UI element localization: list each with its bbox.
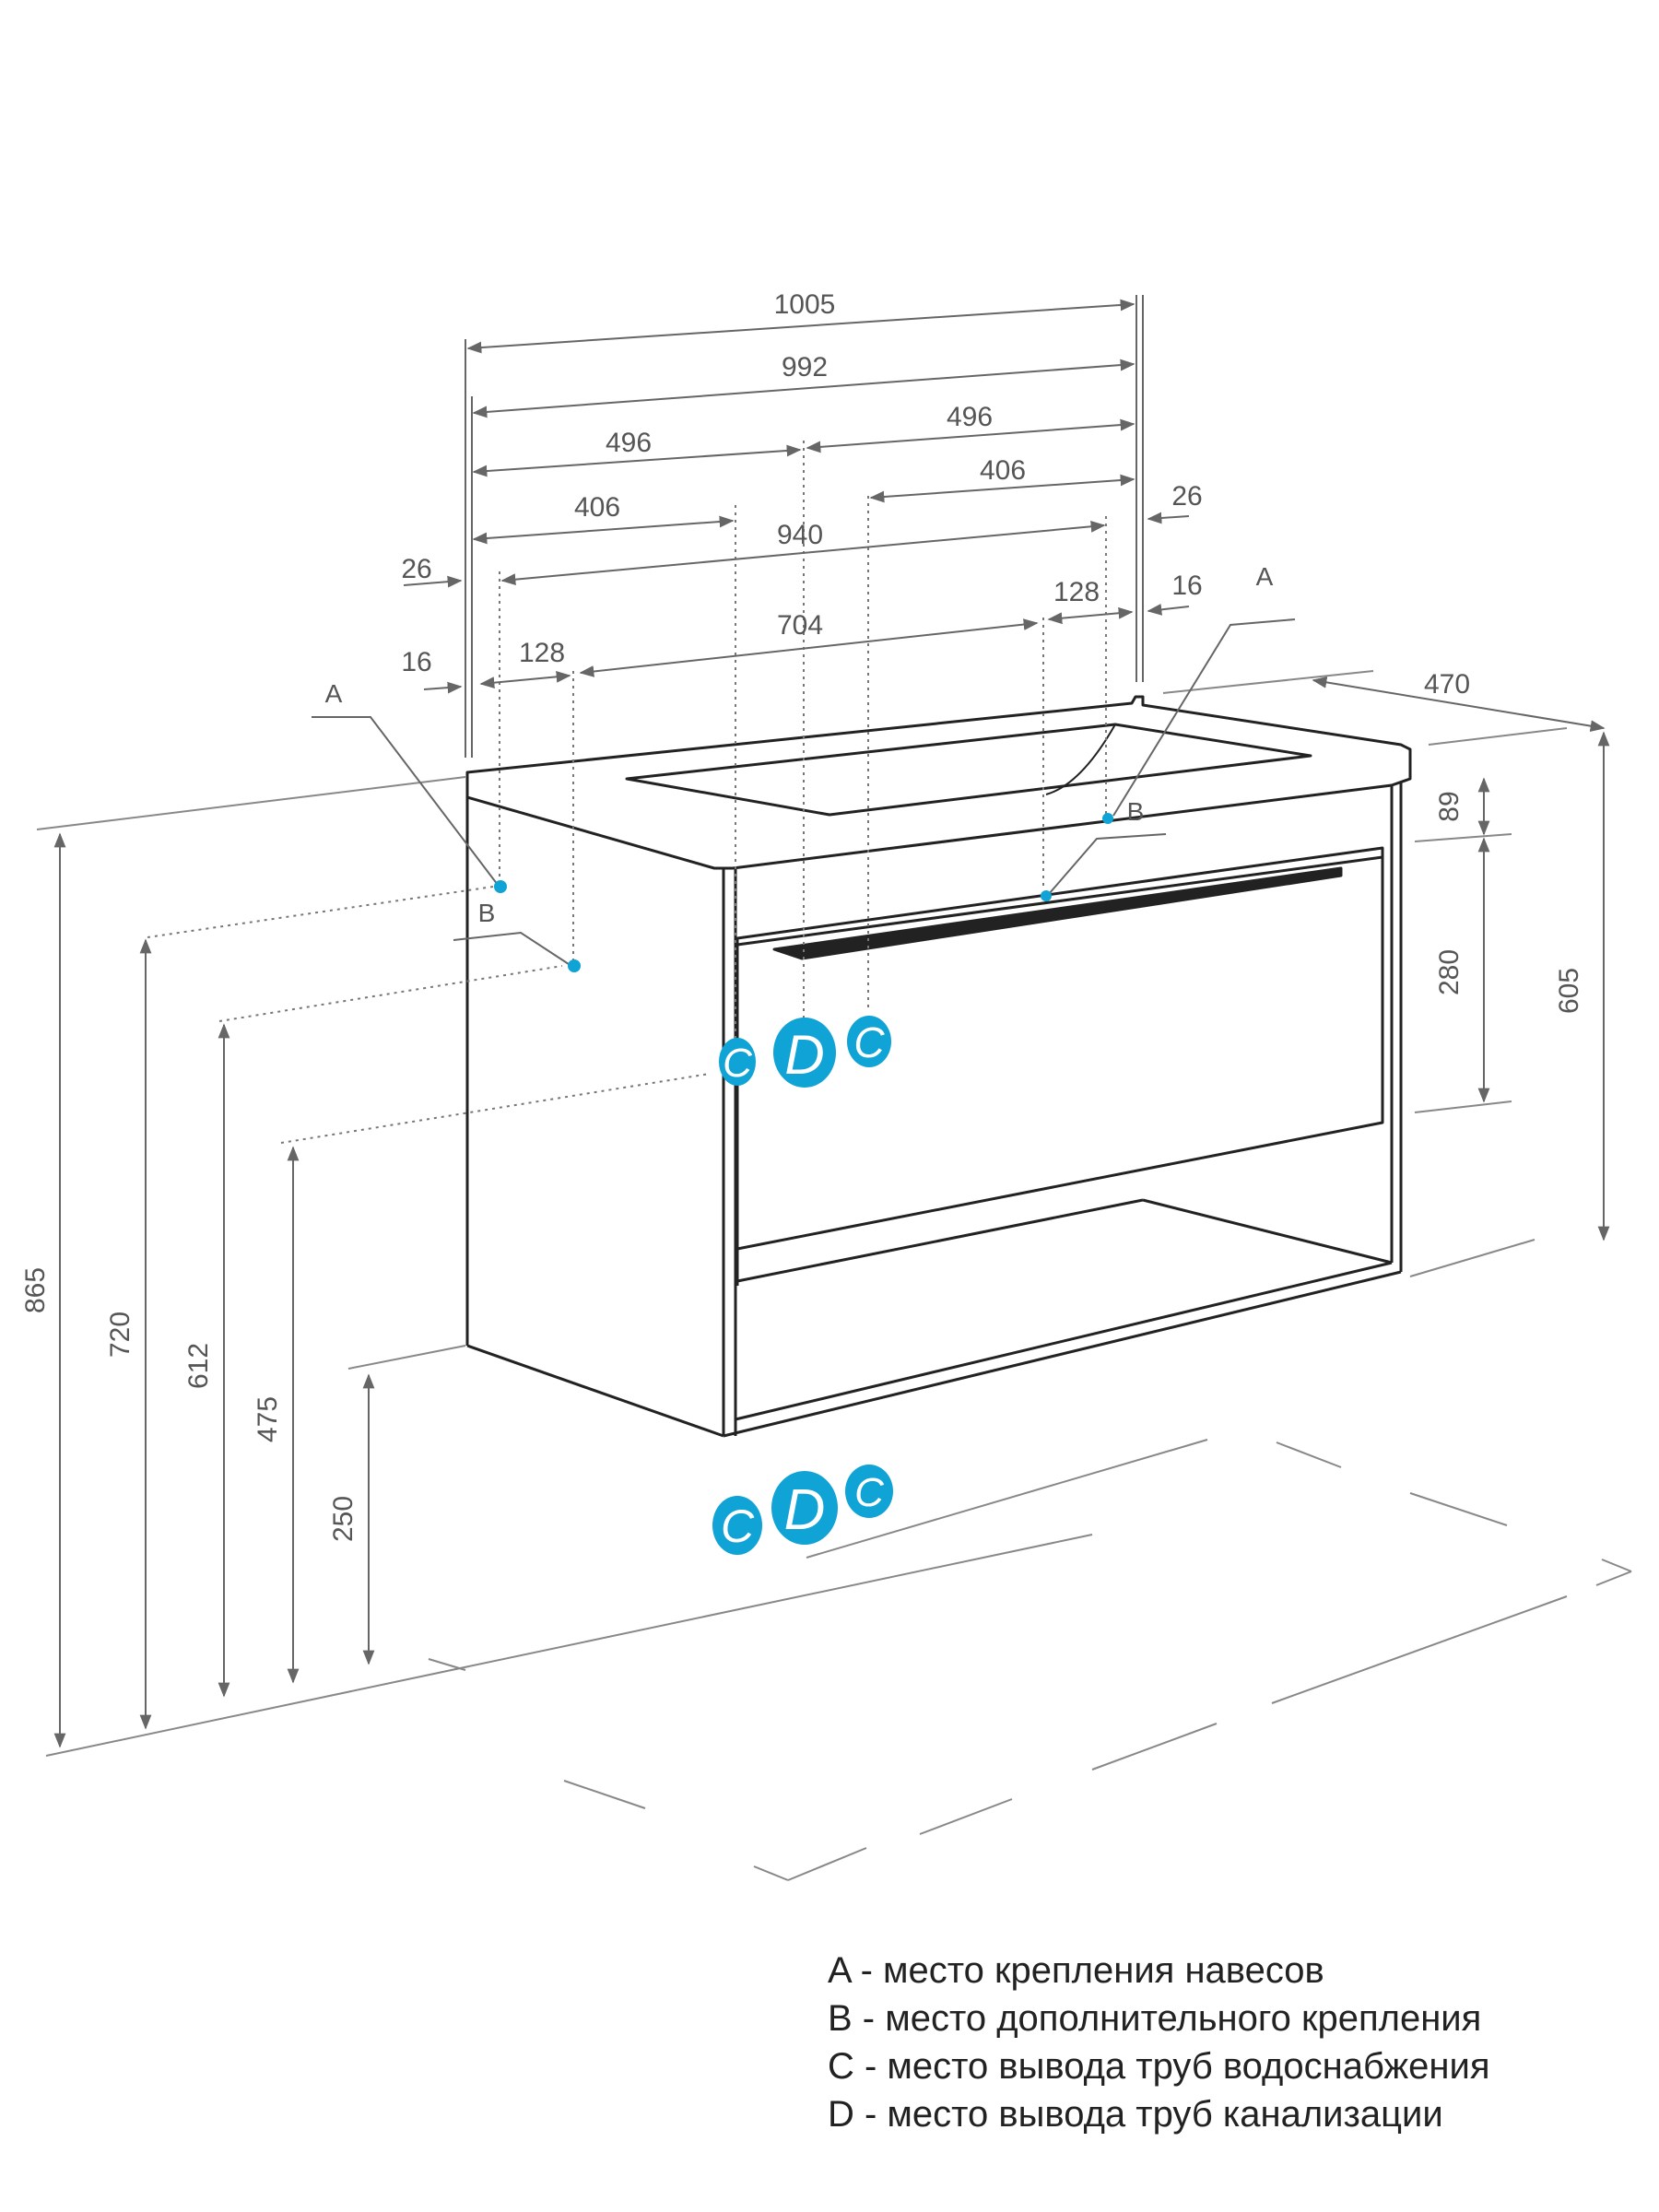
marker-c-front-right-bg (847, 1016, 891, 1067)
point-a-right (1102, 813, 1113, 824)
vertical-dimensions (53, 731, 1610, 1748)
dim-992: 992 (782, 352, 828, 382)
dim-496-right: 496 (947, 402, 993, 432)
marker-c-floor-right-bg (845, 1465, 893, 1518)
dim-89: 89 (1434, 791, 1465, 821)
dim-16-left: 16 (401, 647, 431, 677)
label-a-right: A (1256, 562, 1274, 591)
dim-128-right: 128 (1053, 577, 1100, 607)
cabinet-body (465, 695, 1412, 1438)
dim-612: 612 (183, 1343, 214, 1389)
dotted-guides (147, 441, 1107, 1144)
dim-940: 940 (777, 520, 823, 550)
dim-470: 470 (1424, 669, 1470, 700)
dim-280: 280 (1434, 949, 1465, 995)
floor-guides (36, 670, 1632, 1881)
attachment-points (494, 813, 1113, 972)
dim-496-left: 496 (606, 428, 652, 458)
dim-128-left: 128 (519, 638, 565, 668)
point-b-left (568, 959, 581, 972)
label-a-left: A (325, 679, 343, 708)
marker-labels: A B A B (325, 562, 1274, 927)
marker-c-floor-left-bg (712, 1496, 762, 1555)
marker-d-front-bg (773, 1018, 836, 1088)
extension-lines (465, 295, 1144, 758)
dim-406-right: 406 (980, 455, 1026, 486)
dim-406-left: 406 (574, 492, 620, 523)
legend-item-b: B - место дополнительного крепления (828, 1998, 1482, 2039)
label-b-right: B (1127, 797, 1145, 826)
point-a-left (494, 880, 507, 893)
legend: A - место крепления навесов B - место до… (828, 1947, 1490, 2138)
marker-d-floor: D (784, 1478, 826, 1542)
label-b-left: B (478, 899, 496, 927)
legend-item-d: D - место вывода труб канализации (828, 2094, 1443, 2135)
marker-c-front-left: C (723, 1041, 753, 1086)
marker-c-floor-left: C (721, 1500, 755, 1552)
pipe-markers-floor: C D C (712, 1465, 893, 1555)
dim-16-right: 16 (1171, 571, 1202, 601)
point-b-right (1041, 890, 1052, 901)
legend-item-c: C - место вывода труб водоснабжения (828, 2046, 1490, 2087)
pipe-markers-front: C D C (719, 1016, 891, 1088)
marker-d-floor-bg (771, 1471, 838, 1545)
dim-250: 250 (328, 1496, 359, 1542)
dim-865: 865 (20, 1267, 51, 1313)
legend-item-a: A - место крепления навесов (828, 1950, 1324, 1991)
marker-c-floor-right: C (854, 1470, 885, 1515)
horizontal-dimensions (403, 299, 1606, 732)
marker-c-front-right: C (853, 1018, 885, 1066)
dim-475: 475 (253, 1396, 283, 1442)
dim-26-left: 26 (401, 554, 431, 584)
dim-720: 720 (105, 1312, 135, 1358)
dim-605: 605 (1554, 968, 1584, 1014)
marker-c-front-left-bg (719, 1038, 756, 1086)
dim-1005: 1005 (774, 289, 836, 320)
leader-lines (312, 618, 1296, 967)
dim-704: 704 (777, 610, 823, 641)
dimension-labels: 1005 992 496 496 406 406 26 940 26 128 1… (20, 289, 1584, 1542)
marker-d-front: D (784, 1024, 824, 1086)
dim-26-right: 26 (1171, 481, 1202, 512)
